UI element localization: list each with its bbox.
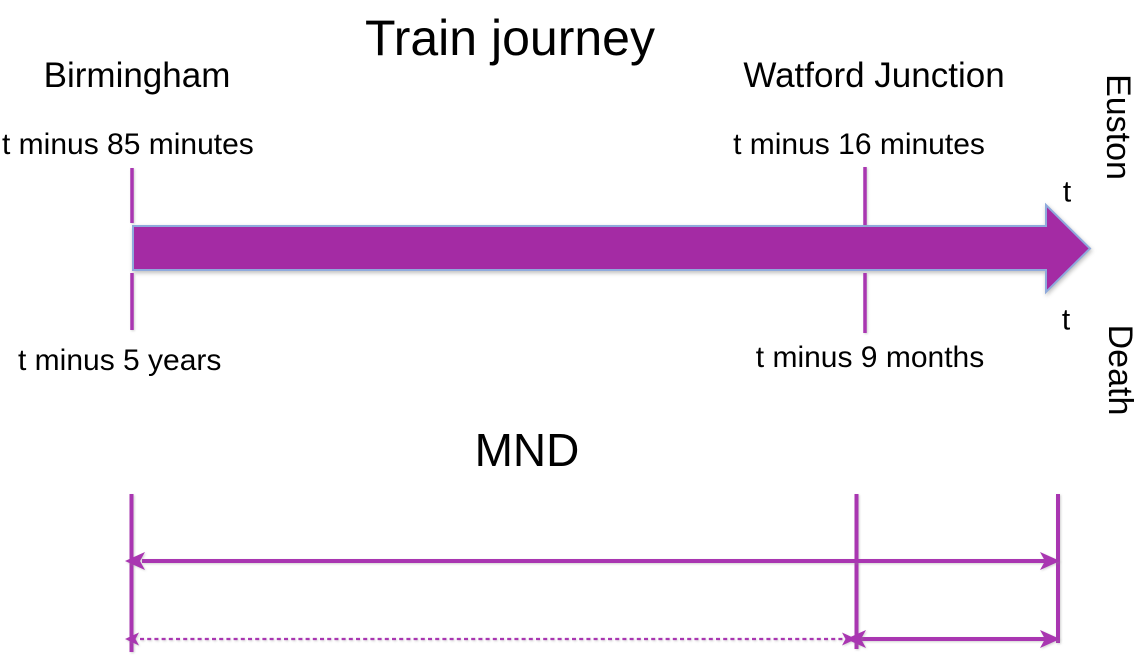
death-label: Death <box>1100 324 1139 416</box>
mnd-section-title: MND <box>474 424 580 476</box>
arrowhead-right-icon <box>1040 552 1060 570</box>
mnd-boundary-lines <box>129 494 1060 652</box>
mnd-diagnosis-time-label: t minus 9 months <box>755 341 985 374</box>
mnd-onset-time-label: t minus 5 years <box>18 344 222 377</box>
birmingham-label: Birmingham <box>43 56 231 95</box>
short-arrowhead-left-icon <box>846 630 866 648</box>
timeline-arrow-group <box>132 202 1092 295</box>
birmingham-time-label: t minus 85 minutes <box>2 128 254 161</box>
dashed-arrowhead-left-icon <box>125 632 139 646</box>
watford-junction-label: Watford Junction <box>743 56 1005 95</box>
arrowhead-left-icon <box>125 552 145 570</box>
train-arrival-t-label: t <box>1062 175 1072 209</box>
watford-time-label: t minus 16 minutes <box>733 128 985 161</box>
euston-label: Euston <box>1098 74 1137 180</box>
timeline-arrow-icon <box>132 202 1092 295</box>
death-t-label: t <box>1061 303 1071 337</box>
duration-arrowheads <box>125 552 1060 648</box>
slide-title: Train journey <box>365 10 655 66</box>
duration-arrow-shafts <box>140 559 1048 641</box>
station-ticks <box>130 167 867 333</box>
short-arrowhead-right-icon <box>1040 630 1060 648</box>
